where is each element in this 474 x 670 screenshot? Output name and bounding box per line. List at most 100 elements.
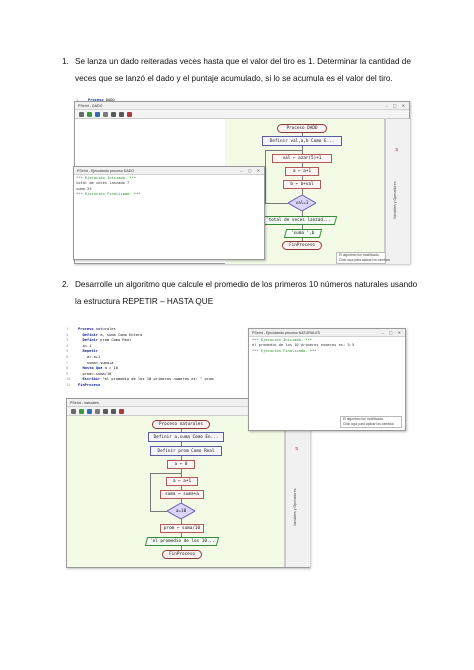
console-window-2-titlebar: PSeInt - Ejecutando proceso NATURALES – … (249, 329, 405, 337)
new-icon[interactable] (71, 408, 76, 414)
loop-connector (265, 203, 288, 204)
window-controls-icon[interactable]: – ▢ ✕ (381, 330, 403, 335)
console-output-1: *** Ejecución Iniciada. ***total de vece… (76, 176, 140, 198)
step-icon[interactable] (95, 111, 100, 117)
loop-connector (150, 473, 151, 511)
code-line: 7 suma<-suma+a (66, 360, 114, 365)
flow-node-assign-3: b ← b+val (283, 180, 321, 189)
connector (302, 176, 303, 180)
code-line: 8 Hasta Que a = 10 (66, 366, 118, 371)
sidebar-label-1: Variables y Operadores (393, 181, 397, 220)
connector (302, 225, 303, 229)
question-1-number: 1. (62, 57, 69, 66)
flow-node-output-1: 'el promedio de los 10... (144, 537, 220, 546)
loop-connector (265, 150, 302, 151)
connector (181, 429, 182, 432)
save-icon[interactable] (103, 111, 108, 117)
console-line: *** Ejecución Iniciada. *** (76, 176, 136, 180)
flow-node-start: Proceso naturales (152, 420, 210, 429)
flow-node-assign-1: a ← 0 (167, 460, 195, 469)
flow-node-assign-3: suma ← suma+a (160, 490, 204, 499)
connector (302, 146, 303, 154)
flow-node-condition-shape (167, 503, 195, 519)
code-line: 9 prom<-suma/10 (66, 371, 112, 376)
window-controls-icon[interactable]: – ▢ ✕ (385, 103, 407, 108)
save-icon[interactable] (95, 408, 100, 414)
flow-node-assign-2: a ← a+1 (285, 167, 319, 176)
question-2-number: 2. (62, 280, 69, 289)
console-window-1: PSeInt - Ejecutando proceso DADO – ▢ ✕ (73, 166, 265, 260)
connector (302, 133, 303, 136)
flow-node-output-1: 'total de veces lanzad... (258, 216, 338, 225)
status-message-2[interactable]: El algoritmo fue modificado. Click aquí … (340, 416, 402, 428)
flowchart-window-1-title: PSeInt - DADO (78, 104, 103, 108)
connector (181, 546, 182, 550)
question-2: 2. Desarrolle un algoritmo que calcule e… (62, 277, 422, 310)
loop-connector (150, 473, 181, 474)
status-message-1[interactable]: El algoritmo fue modificado. Click aquí … (336, 252, 390, 264)
sidebar-arrows-icon[interactable]: ⇅ (395, 147, 399, 152)
console-output-2: *** Ejecución Iniciada. ***el promedio d… (252, 338, 354, 354)
connector (302, 163, 303, 167)
console-line: el promedio de los 10 primeros numeros e… (252, 343, 355, 348)
flowchart-sidebar-2: ⇅ Variables y Operadores (285, 416, 310, 567)
console-window-2-title: PSeInt - Ejecutando proceso NATURALES (252, 331, 321, 335)
flow-node-condition: val=1 (295, 200, 309, 206)
flowchart-toolbar-2 (67, 407, 309, 416)
console-window-1-titlebar: PSeInt - Ejecutando proceso DADO – ▢ ✕ (74, 167, 264, 175)
console-line: *** Ejecución Finalizada. *** (76, 192, 141, 197)
console-line: *** Ejecución Iniciada. *** (252, 338, 312, 342)
undo-icon[interactable] (111, 111, 116, 117)
window-controls-icon[interactable]: – ▢ ✕ (240, 168, 262, 173)
flow-node-condition: a=10 (175, 508, 187, 514)
flowchart-sidebar-1: ⇅ Variables y Operadores (385, 119, 410, 264)
flow-node-define: Definir val,a,b Como E... (262, 136, 342, 146)
undo-icon[interactable] (103, 408, 108, 414)
connector (302, 211, 303, 216)
stop-icon[interactable] (127, 111, 132, 117)
question-1: 1. Se lanza un dado reiteradas veces has… (62, 54, 422, 87)
connector (181, 499, 182, 503)
connector (181, 456, 182, 460)
run-icon[interactable] (87, 111, 92, 117)
connector (181, 533, 182, 537)
console-line: total de veces lanzado 7 (76, 181, 130, 186)
flowchart-window-1-titlebar: PSeInt - DADO – ▢ ✕ (75, 102, 409, 110)
connector (181, 469, 182, 477)
flow-node-define-2: Definir prom Como Real (150, 446, 222, 456)
flow-node-condition-shape (288, 195, 316, 211)
connector (302, 189, 303, 195)
flowchart-window-2-title: PSeInt - naturales (70, 401, 99, 405)
console-window-1-title: PSeInt - Ejecutando proceso DADO (77, 169, 135, 173)
connector (181, 442, 182, 446)
connector (302, 238, 303, 241)
flow-node-end: FinProceso (162, 550, 202, 559)
redo-icon[interactable] (119, 111, 124, 117)
connector (181, 486, 182, 490)
redo-icon[interactable] (111, 408, 116, 414)
code-line: 5 Repetir (66, 349, 98, 354)
code-line: 4 a<-1 (66, 343, 92, 348)
connector (181, 519, 182, 524)
flowchart-toolbar-1 (75, 110, 409, 119)
sidebar-label-2: Variables y Operadores (293, 488, 297, 527)
flow-node-assign-1: val ← azar(5)+1 (272, 154, 332, 163)
run-icon[interactable] (79, 408, 84, 414)
flow-node-end: FinProceso (282, 241, 322, 250)
question-1-text: Se lanza un dado reiteradas veces hasta … (75, 57, 411, 83)
stop-icon[interactable] (119, 408, 124, 414)
step-icon[interactable] (87, 408, 92, 414)
question-2-text: Desarrolle un algoritmo que calcule el p… (75, 280, 418, 306)
console-line: *** Ejecución Finalizada. *** (252, 348, 317, 353)
console-line: suma 25 (76, 186, 92, 191)
loop-connector (265, 150, 266, 203)
flow-node-start: Proceso DADO (277, 124, 327, 133)
flow-node-output-2: 'suma ',b (283, 229, 323, 238)
loop-connector (150, 511, 167, 512)
flow-node-assign-4: prom ← suma/10 (160, 524, 204, 533)
new-icon[interactable] (79, 111, 84, 117)
code-line: 2 Definir a, suma Como Entero (66, 332, 143, 337)
sidebar-arrows-icon[interactable]: ⇅ (295, 446, 299, 451)
